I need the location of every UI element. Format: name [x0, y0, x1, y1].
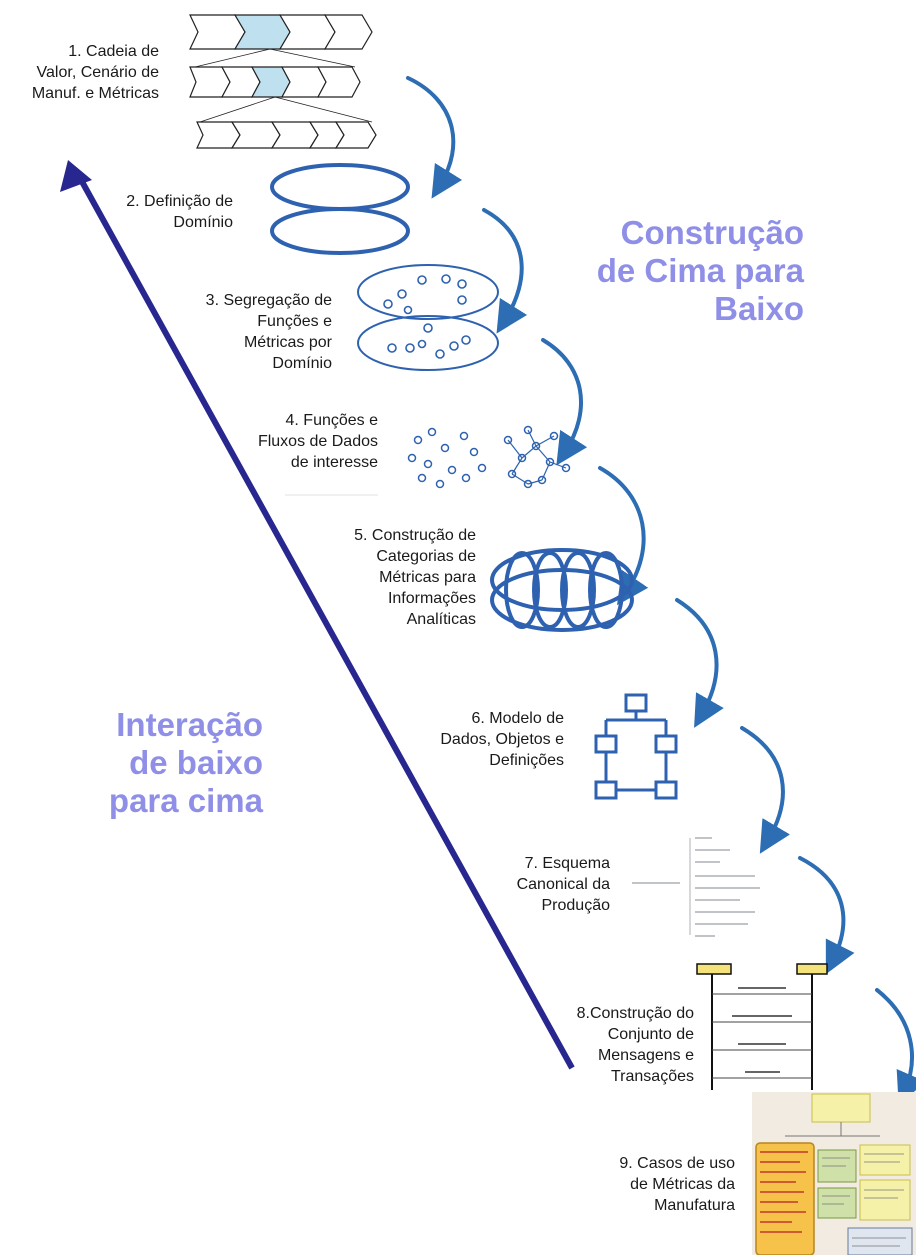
- curved-arrow-1: [406, 76, 463, 199]
- segregation-ellipses: [357, 264, 499, 371]
- curved-arrow-4: [598, 466, 649, 606]
- curved-arrow-3: [541, 338, 588, 466]
- metric-categories-coil: [490, 548, 634, 632]
- function-network-graphic: [407, 425, 571, 489]
- bottom-up-diagonal-arrow: [60, 160, 575, 1070]
- curved-arrow-7: [798, 856, 855, 975]
- domain-ellipses: [270, 163, 410, 255]
- curved-arrow-2: [482, 208, 528, 334]
- canonical-schema-graphic: [632, 837, 760, 937]
- use-case-graphic: [752, 1092, 916, 1255]
- data-model-graphic: [594, 693, 678, 800]
- message-sequence-graphic: [696, 963, 828, 1090]
- curved-arrow-5: [675, 598, 724, 728]
- value-chain-graphic: [189, 14, 377, 149]
- curved-arrow-8: [875, 988, 916, 1105]
- curved-arrow-6: [740, 726, 790, 854]
